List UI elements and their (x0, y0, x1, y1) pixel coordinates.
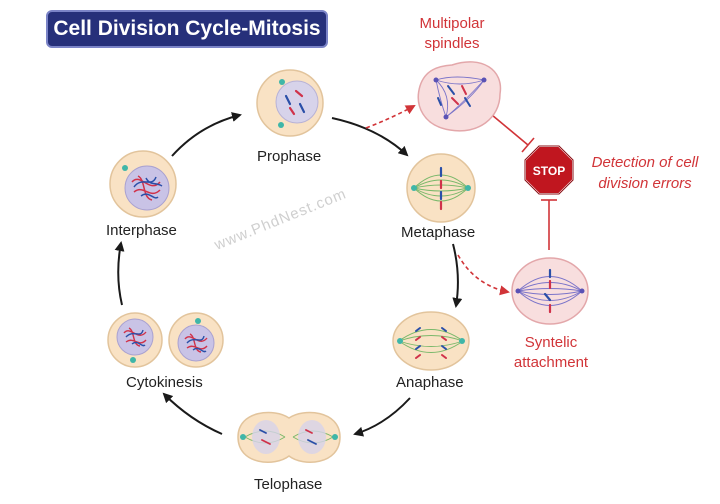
stop-sign: STOP (524, 145, 574, 195)
arrow-prophase-to-metaphase (331, 117, 409, 157)
label-prophase: Prophase (257, 148, 322, 165)
label-multipolar-line1: Multipolar (419, 15, 485, 32)
stop-sign-text: STOP (533, 164, 565, 178)
label-multipolar-spindles: Multipolar spindles (410, 14, 494, 54)
label-syntelic-line1: Syntelic (524, 334, 578, 351)
label-anaphase: Anaphase (396, 374, 464, 391)
label-cytokinesis: Cytokinesis (126, 374, 203, 391)
inhibit-line-multipolar (491, 114, 529, 146)
label-multipolar-line2: spindles (424, 35, 480, 52)
arrow-metaphase-to-anaphase (452, 243, 463, 308)
prophase-cell (256, 69, 324, 137)
arrow-interphase-to-prophase (171, 112, 242, 157)
telophase-cell (237, 411, 341, 463)
cytokinesis-cells (107, 312, 224, 368)
error-arrows (365, 105, 510, 296)
arrow-telophase-to-cytokinesis (162, 392, 223, 435)
page-title: Cell Division Cycle-Mitosis (46, 10, 328, 48)
label-detection-errors: Detection of cell division errors (582, 152, 708, 194)
label-interphase: Interphase (106, 222, 177, 239)
cycle-arrows (114, 112, 463, 437)
label-telophase: Telophase (254, 476, 323, 493)
label-metaphase: Metaphase (401, 224, 476, 241)
label-detection-line1: Detection of cell (591, 154, 699, 171)
arrow-prophase-to-multipolar (365, 105, 416, 129)
arrow-metaphase-to-syntelic (457, 254, 510, 296)
metaphase-cell (406, 153, 476, 223)
interphase-cell (109, 150, 177, 218)
label-syntelic-line2: attachment (513, 354, 589, 371)
arrow-cytokinesis-to-interphase (114, 241, 125, 306)
label-syntelic-attachment: Syntelic attachment (506, 333, 596, 373)
multipolar-spindle-cell (417, 61, 502, 132)
arrow-anaphase-to-telophase (353, 397, 411, 437)
syntelic-attachment-cell (511, 257, 589, 325)
inhibition-lines (491, 114, 557, 250)
label-detection-line2: division errors (598, 175, 692, 192)
anaphase-cell (392, 311, 470, 371)
